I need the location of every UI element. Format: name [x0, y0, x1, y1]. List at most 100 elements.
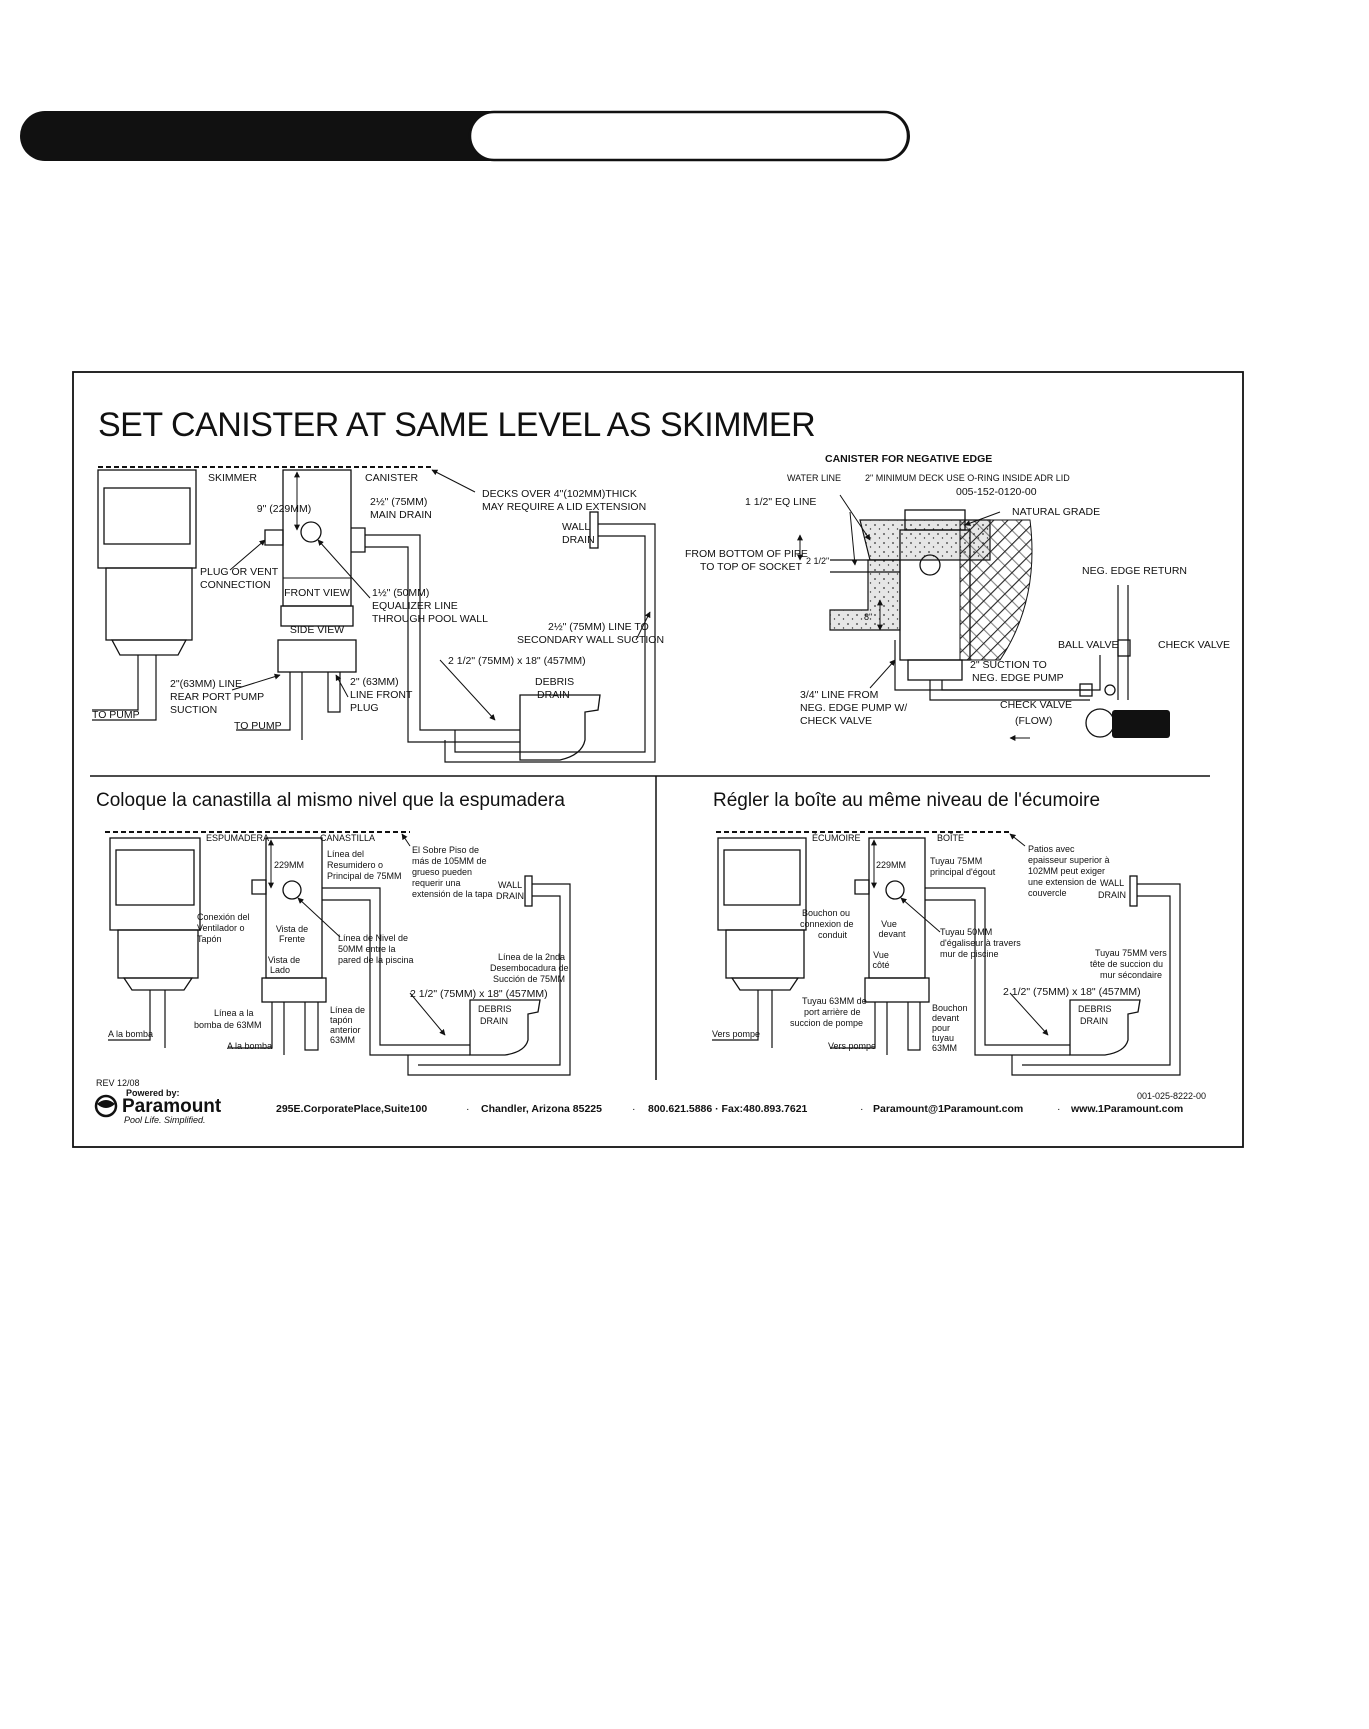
check-valve-2-icon	[1079, 683, 1093, 697]
equalizer-arrow	[317, 539, 371, 599]
neg-canister-port	[919, 554, 941, 576]
label-front-view: FRONT VIEW	[284, 587, 350, 599]
fr-main-pipe	[925, 887, 1070, 1056]
canister-right-port	[351, 527, 366, 553]
label-equalizer-3: THROUGH POOL WALL	[372, 613, 488, 625]
es-label-wall-1: WALL	[498, 880, 522, 890]
fr-label-dim: 229MM	[876, 860, 906, 870]
fr-label-front-1: Vue	[881, 919, 897, 929]
label-to-pump-2: TO PUMP	[234, 720, 282, 732]
fr-label-eq-3: mur de piscine	[940, 949, 999, 959]
header-tab-light	[468, 110, 910, 162]
fr-label-sec-2: tête de succion du	[1090, 959, 1163, 969]
debris-drain	[519, 694, 601, 761]
es-label-plug-1: Línea de	[330, 1005, 365, 1015]
fr-label-plug-3: pour	[932, 1023, 950, 1033]
skimmer-window	[103, 487, 191, 545]
fr-label-deck-4: une extension de	[1028, 877, 1097, 887]
label-front-plug-2: LINE FRONT	[350, 689, 413, 701]
fr-label-deck-1: Patios avec	[1028, 844, 1075, 854]
es-label-front-2: Frente	[279, 934, 305, 944]
fr-canister-lower	[864, 977, 930, 1003]
pump-motor-icon	[1112, 710, 1170, 738]
neg-label-line-from-3: CHECK VALVE	[800, 715, 872, 727]
neg-title: CANISTER FOR NEGATIVE EDGE	[825, 453, 992, 465]
fr-label-plug-2: devant	[932, 1013, 960, 1023]
skimmer-base	[110, 639, 188, 656]
neg-label-return: NEG. EDGE RETURN	[1082, 565, 1187, 577]
label-to-pump-1: TO PUMP	[92, 709, 140, 721]
es-label-deck-2: más de 105MM de	[412, 856, 487, 866]
es-label-plug-2: tapón	[330, 1015, 353, 1025]
neg-label-8: 8"	[864, 612, 872, 622]
es-label-sec-3: Succión de 75MM	[493, 974, 565, 984]
header-tab-bar	[20, 110, 910, 162]
main-drain-pipe	[365, 534, 520, 743]
neg-lead-4	[869, 659, 896, 689]
powered-by: Powered by:	[126, 1088, 180, 1098]
label-debris-2: DRAIN	[537, 689, 570, 701]
decks-arrow	[431, 469, 476, 493]
label-main-drain-2: MAIN DRAIN	[370, 509, 432, 521]
neg-label-suction-1: 2" SUCTION TO	[970, 659, 1047, 671]
es-label-side-2: Lado	[270, 965, 290, 975]
fr-label-canister: BOÎTE	[937, 833, 964, 843]
front-plug-arrow	[335, 674, 349, 698]
english-diagram: SKIMMER CANISTER 9" (229MM) 2½" (75MM) M…	[92, 466, 664, 763]
footer-website: www.1Paramount.com	[1070, 1103, 1183, 1115]
fr-label-rear-3: succion de pompe	[790, 1018, 863, 1028]
fr-label-wall-1: WALL	[1100, 878, 1124, 888]
es-label-front-1: Vista de	[276, 924, 308, 934]
fr-pipe-arrow	[1009, 992, 1049, 1036]
neg-lead-1	[839, 494, 871, 541]
spanish-diagram: ESPUMADERA CANASTILLA 229MM Línea del Re…	[105, 831, 571, 1076]
label-equalizer-2: EQUALIZER LINE	[372, 600, 458, 612]
diagram-footer: REV 12/08 Powered by: Paramount Pool Lif…	[94, 1078, 1206, 1125]
fr-wall-drain-plate	[1129, 875, 1138, 907]
es-label-pump-2: A la bomba	[227, 1041, 272, 1051]
front-view-box	[282, 577, 352, 607]
label-plug-1: PLUG OR VENT	[200, 566, 279, 578]
title-spanish: Coloque la canastilla al mismo nivel que…	[96, 790, 565, 811]
es-skimmer-window	[115, 849, 195, 906]
pipe-dim-arrow	[439, 659, 496, 721]
es-label-wall-2: DRAIN	[496, 891, 524, 901]
footer-sep-2: ·	[632, 1103, 636, 1115]
title-french: Régler la boîte au même niveau de l'écum…	[713, 790, 1100, 811]
footer-phone: 800.621.5886 · Fax:480.893.7621	[648, 1103, 808, 1115]
neg-label-from-bottom-1: FROM BOTTOM OF PIPE	[685, 548, 808, 560]
es-label-deck-3: grueso pueden	[412, 867, 472, 877]
label-dim-9in: 9" (229MM)	[257, 503, 312, 515]
es-label-plug-3: anterior	[330, 1025, 361, 1035]
fr-label-main-1: Tuyau 75MM	[930, 856, 982, 866]
es-label-main-2: Resumidero o	[327, 860, 383, 870]
brand-tagline: Pool Life. Simplified.	[124, 1115, 206, 1125]
fr-label-main-2: principal d'égout	[930, 867, 996, 877]
footer-address: 295E.CorporatePlace,Suite100	[276, 1103, 427, 1115]
label-secondary-1: 2½" (75MM) LINE TO	[548, 621, 649, 633]
fr-eq-port	[885, 880, 905, 900]
title-english: SET CANISTER AT SAME LEVEL AS SKIMMER	[98, 406, 815, 444]
label-wall-drain-2: DRAIN	[562, 534, 595, 546]
es-label-deck-4: requerir una	[412, 878, 461, 888]
fr-label-deck-2: epaisseur superior à	[1028, 855, 1110, 865]
es-label-main-3: Principal de 75MM	[327, 871, 402, 881]
footer-part-no: 001-025-8222-00	[1137, 1091, 1206, 1101]
fr-label-sec-1: Tuyau 75MM vers	[1095, 948, 1167, 958]
es-skimmer-pipe	[108, 990, 166, 1048]
fr-label-debris-2: DRAIN	[1080, 1016, 1108, 1026]
fr-debris-drain	[1069, 999, 1141, 1056]
label-canister: CANISTER	[365, 472, 419, 484]
canister-lower	[277, 639, 357, 673]
ball-valve-icon	[1104, 684, 1116, 696]
neg-label-from-bottom-2: TO TOP OF SOCKET	[700, 561, 802, 573]
fr-side-port	[854, 879, 870, 895]
fr-label-deck-5: couvercle	[1028, 888, 1067, 898]
es-label-rear-2: bomba de 63MM	[194, 1020, 262, 1030]
fr-eq-arrow	[900, 897, 941, 933]
label-rear-3: SUCTION	[170, 704, 217, 716]
neg-label-min-deck: 2" MINIMUM DECK USE O-RING INSIDE ADR LI…	[865, 473, 1070, 483]
fr-label-rear-2: port arrière de	[804, 1007, 861, 1017]
neg-label-line-from-1: 3/4" LINE FROM	[800, 689, 878, 701]
